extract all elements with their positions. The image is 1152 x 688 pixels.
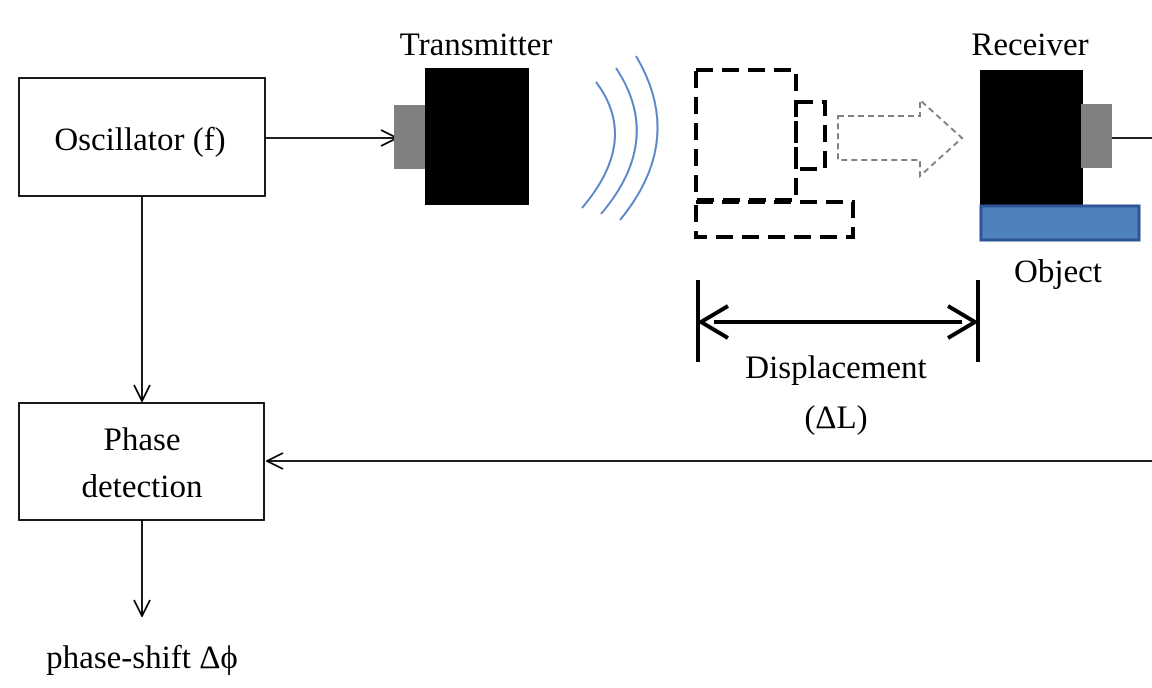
displacement-label: Displacement: [745, 350, 926, 386]
transmitter-label: Transmitter: [400, 27, 553, 63]
transmitter-body: [425, 68, 529, 205]
phase-detection-label-line1: Phase: [104, 422, 181, 458]
ghost-receiver-lens: [794, 100, 827, 171]
oscillator-block: Oscillator (f): [18, 77, 266, 197]
wave-arc: [581, 81, 616, 209]
phase-detection-label-line2: detection: [82, 469, 203, 505]
receiver-lens: [1081, 104, 1112, 168]
previous-position-outline: [694, 68, 855, 239]
wave-arc: [600, 67, 638, 215]
object-label: Object: [1014, 254, 1102, 290]
oscillator-label: Oscillator (f): [54, 122, 225, 158]
motion-arrow-icon: [837, 97, 964, 179]
object-plate: [979, 204, 1141, 242]
phase-detection-box: [18, 402, 265, 521]
wave-arc: [619, 55, 659, 221]
displacement-arrowhead-right: [946, 304, 979, 340]
transmitter-lens: [394, 105, 427, 169]
transmitter-device: Transmitter: [394, 27, 552, 205]
oscillator-box: [18, 77, 266, 197]
displacement-arrowhead-left: [697, 304, 730, 340]
ghost-receiver-body: [694, 68, 798, 202]
phase-shift-output-label: phase-shift Δϕ: [46, 640, 238, 676]
displacement-dimension: [696, 280, 980, 362]
delta-l-label: (ΔL): [804, 400, 867, 436]
receiver-body: [980, 70, 1083, 210]
phase-detection-block: Phase detection: [18, 402, 265, 521]
receiver-device: Receiver Object: [971, 27, 1141, 290]
ghost-object: [694, 200, 855, 239]
signal-wave-icon: [581, 55, 659, 221]
receiver-label: Receiver: [971, 27, 1088, 63]
